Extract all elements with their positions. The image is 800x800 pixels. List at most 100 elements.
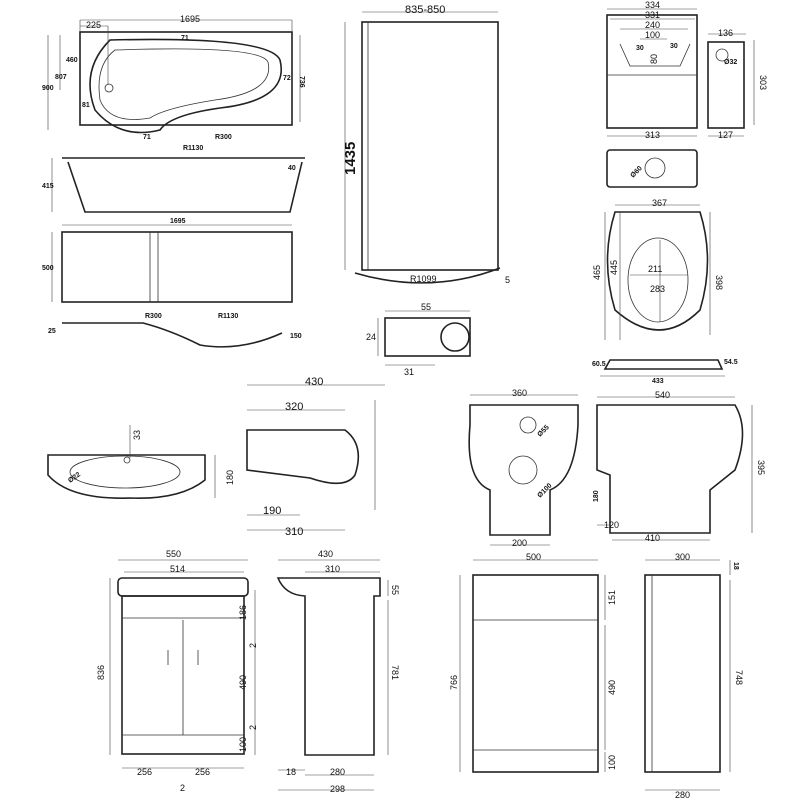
dim-rim-top: 71 — [181, 35, 189, 42]
dim-seat-width: 367 — [652, 198, 667, 208]
bath-screen-view: 835-850 1435 R1099 5 — [342, 4, 510, 285]
dim-door-gap: 2 — [180, 783, 185, 793]
dim-wc-490: 490 — [607, 680, 617, 695]
dim-211: 211 — [648, 264, 662, 274]
dim-toilet-base: 200 — [512, 538, 527, 548]
panel-outline — [61, 231, 293, 303]
dim-outlet-100: Ø100 — [536, 482, 553, 499]
dim-240: 240 — [645, 20, 660, 30]
dim-gap-bottom: 2 — [248, 725, 258, 730]
wc-unit-front-view: 500 151 766 490 100 — [449, 552, 617, 773]
dim-tap-hole: Ø22 — [67, 471, 82, 484]
dim-side-310: 310 — [325, 564, 340, 574]
wc-unit-side-view: 300 18 748 280 — [644, 552, 744, 800]
dim-900: 900 — [42, 85, 54, 92]
dim-80: 80 — [649, 54, 659, 64]
dim-433: 433 — [652, 378, 664, 385]
dim-rim-end: 72 — [283, 75, 291, 82]
dim-298: 298 — [330, 784, 345, 794]
dim-panel-height: 500 — [42, 265, 54, 272]
dim-300: 300 — [675, 552, 690, 562]
toilet-side-view: 540 395 180 120 410 — [593, 390, 766, 543]
dim-781: 781 — [390, 665, 400, 680]
dim-hole: Ø32 — [724, 59, 737, 66]
dim-wc-280: 280 — [675, 790, 690, 800]
dim-398: 398 — [714, 275, 724, 290]
dim-side-430: 430 — [318, 549, 333, 559]
dim-334: 334 — [645, 0, 660, 10]
dim-127: 127 — [718, 130, 733, 140]
dim-313: 313 — [645, 130, 660, 140]
dim-r1130: R1130 — [183, 145, 203, 152]
dim-rim-bottom: 71 — [143, 134, 151, 141]
dim-panel-return: 25 — [48, 328, 56, 335]
dim-256-left: 256 — [137, 767, 152, 777]
dim-54-5: 54.5 — [724, 359, 738, 366]
dim-screen-offset: 5 — [505, 275, 510, 285]
basin-outline — [47, 454, 206, 499]
dim-766: 766 — [449, 675, 459, 690]
dim-748: 748 — [734, 670, 744, 685]
dim-wc-100: 100 — [607, 755, 617, 770]
dim-screen-width: 835-850 — [405, 4, 445, 16]
dim-550: 550 — [166, 549, 181, 559]
dim-256-right: 256 — [195, 767, 210, 777]
dim-panel-length: 1695 — [170, 218, 186, 225]
basin-side-view: 430 320 190 310 — [246, 376, 385, 538]
dim-curve-depth: 150 — [290, 333, 302, 340]
dim-460: 460 — [66, 57, 78, 64]
dim-180: 180 — [225, 470, 235, 485]
dim-186: 186 — [238, 605, 248, 620]
waste-icon — [104, 83, 114, 93]
dim-toilet-width: 360 — [512, 388, 527, 398]
dim-55: 55 — [390, 585, 400, 595]
cistern-side — [707, 41, 745, 129]
dim-33: 33 — [132, 430, 142, 440]
dim-profile-height: 24 — [366, 332, 376, 342]
dim-514: 514 — [170, 564, 185, 574]
dim-120: 120 — [604, 520, 619, 530]
dim-length: 1695 — [180, 14, 200, 24]
dim-r300: R300 — [215, 134, 232, 141]
dim-283: 283 — [650, 284, 665, 294]
dim-lip: 40 — [288, 165, 296, 172]
bath-basin — [98, 48, 270, 120]
dim-836: 836 — [96, 665, 106, 680]
dim-bath-height: 415 — [42, 183, 54, 190]
screen-panel — [361, 21, 499, 271]
wc-unit-cabinet — [472, 574, 599, 773]
seat-outline — [606, 211, 709, 331]
dim-60-5: 60.5 — [592, 361, 606, 368]
dim-410: 410 — [645, 533, 660, 543]
dim-303: 303 — [758, 75, 768, 90]
bath-side-view: 415 40 — [42, 157, 305, 213]
dim-gap-top: 2 — [248, 643, 258, 648]
profile-outline — [384, 317, 471, 357]
dim-30-left: 30 — [636, 45, 644, 52]
dim-100: 100 — [238, 737, 248, 752]
dim-profile-width: 55 — [421, 302, 431, 312]
bath-plan-view: 1695 225 460 807 900 71 72 736 81 71 R30… — [42, 14, 305, 152]
dim-151: 151 — [607, 590, 617, 605]
dim-395: 395 — [756, 460, 766, 475]
cistern-front — [606, 14, 698, 129]
dim-side-18: 18 — [286, 767, 296, 777]
screen-profile-view: 55 24 31 — [366, 302, 471, 377]
dim-180-outlet: 180 — [593, 490, 600, 502]
dim-wc-18: 18 — [732, 562, 739, 570]
vanity-front-view: 550 514 836 186 2 490 2 100 256 256 2 — [96, 549, 258, 793]
dim-rim-side: 81 — [82, 102, 90, 109]
vanity-cabinet — [121, 595, 245, 755]
toilet-seat-view: 367 465 445 398 211 283 60.5 54.5 433 — [592, 198, 738, 385]
dim-tap-offset: 225 — [86, 20, 101, 30]
bath-rim — [89, 38, 282, 134]
dim-445: 445 — [609, 260, 619, 275]
basin-top-view: Ø22 33 180 — [47, 425, 235, 499]
dim-wc-width: 500 — [526, 552, 541, 562]
dim-screen-radius: R1099 — [410, 274, 437, 284]
dim-30-right: 30 — [670, 43, 678, 50]
dim-320: 320 — [285, 401, 303, 413]
dim-490: 490 — [238, 675, 248, 690]
cistern-view: 334 331 240 100 30 30 80 313 136 Ø32 303… — [606, 0, 768, 188]
